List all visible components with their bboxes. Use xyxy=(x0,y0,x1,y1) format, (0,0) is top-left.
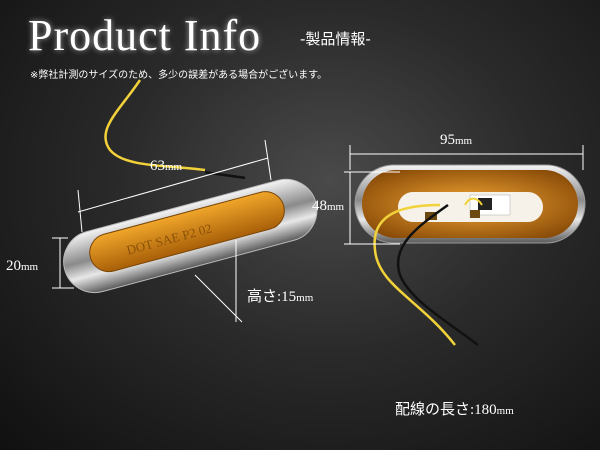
cable-length-label: 配線の長さ:180mm xyxy=(395,402,514,418)
left-marker-light: DOT SAE P2 02 xyxy=(63,178,318,294)
right-width-label: 48mm xyxy=(312,198,345,214)
left-height-label: 高さ:15mm xyxy=(247,289,314,305)
left-width-label: 20mm xyxy=(6,258,39,274)
page-subtitle: -製品情報- xyxy=(300,30,371,48)
black-wire-right xyxy=(396,203,479,346)
left-length-label: 63mm xyxy=(150,158,183,174)
yellow-wire-right xyxy=(373,203,456,346)
measurement-note: ※弊社計測のサイズのため、多少の誤差がある場合がございます。 xyxy=(30,70,328,81)
right-marker-light-back xyxy=(354,164,586,244)
black-wire-left xyxy=(204,170,246,180)
yellow-wire-left xyxy=(104,79,206,172)
page-title: Product Info xyxy=(28,11,262,60)
right-length-label: 95mm xyxy=(440,132,473,148)
